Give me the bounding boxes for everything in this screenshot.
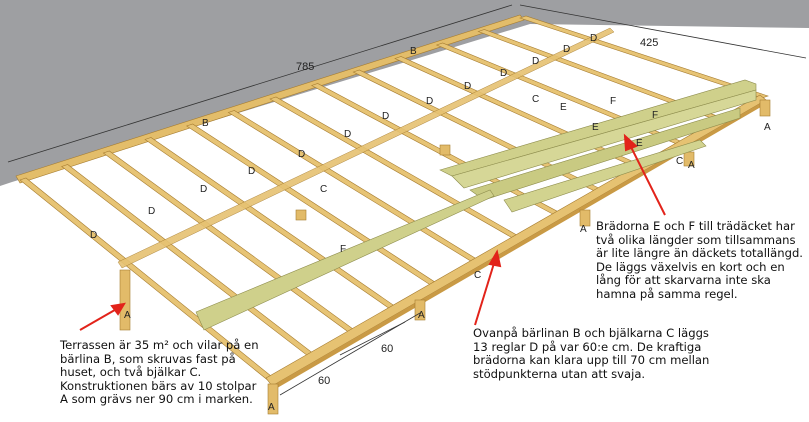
post-a [759, 99, 771, 117]
post-a [579, 209, 591, 227]
label-d: D [532, 56, 539, 67]
joist-d [185, 123, 441, 288]
label-a: A [764, 122, 771, 133]
joist-d [519, 15, 769, 99]
label-a: A [688, 160, 695, 171]
deck-boards [195, 79, 757, 331]
joist-d [227, 110, 482, 264]
label-d: D [200, 184, 207, 195]
label-d: D [148, 206, 155, 217]
label-c: C [320, 184, 327, 195]
dim-spacing-side: 60 [318, 375, 330, 387]
post-a [414, 299, 426, 321]
label-d: D [90, 230, 97, 241]
post-a [295, 209, 307, 221]
label-d: D [382, 111, 389, 122]
label-e: E [636, 138, 643, 149]
label-f: F [610, 96, 616, 107]
post-a [119, 269, 131, 331]
dimension-lines [7, 4, 807, 396]
label-a: A [124, 310, 131, 321]
label-f: F [652, 110, 658, 121]
label-d: D [563, 44, 570, 55]
post-a [439, 144, 451, 156]
post-a [267, 383, 279, 415]
label-c: C [676, 156, 683, 167]
label-d: D [464, 81, 471, 92]
label-d: D [248, 166, 255, 177]
callout-arrows [79, 133, 666, 331]
part-labels: B B C C C C D D D D D D D D D D D D D E … [90, 33, 771, 413]
label-d: D [426, 96, 433, 107]
label-b: B [410, 46, 417, 57]
house-wall [0, 0, 809, 186]
caption-deck-boards: Brädorna E och F till trädäcket har två … [596, 219, 803, 301]
label-d: D [500, 68, 507, 79]
label-a: A [418, 310, 425, 321]
posts-a [119, 99, 771, 415]
label-a: A [268, 402, 275, 413]
label-c: C [532, 94, 539, 105]
label-f: F [340, 244, 346, 255]
caption-joists: Ovanpå bärlinan B och bjälkarna C läggs … [473, 326, 710, 381]
dim-length: 785 [296, 61, 314, 73]
beam-c-middle [117, 27, 615, 269]
dim-width: 425 [640, 37, 658, 49]
caption-posts-beams: Terrassen är 35 m² och vilar på en bärli… [60, 338, 259, 407]
label-a: A [580, 224, 587, 235]
label-d: D [298, 149, 305, 160]
label-e: E [560, 102, 567, 113]
label-c: C [474, 270, 481, 281]
label-d: D [590, 33, 597, 44]
label-d: D [344, 129, 351, 140]
label-e: E [592, 122, 599, 133]
dim-spacing-front: 60 [381, 343, 393, 355]
label-b: B [202, 118, 209, 129]
joist-d [61, 164, 318, 359]
